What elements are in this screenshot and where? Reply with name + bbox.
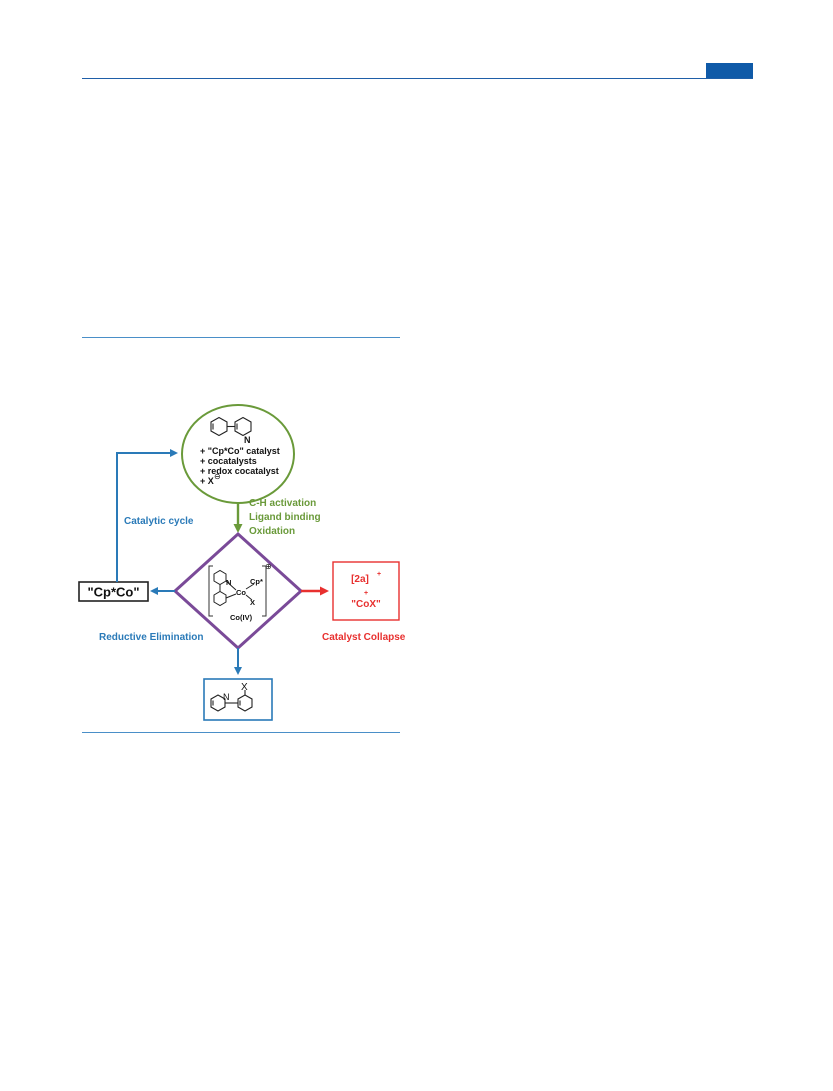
reagent-line-2: + cocatalysts: [200, 456, 257, 466]
step-label-ch-activation: C-H activation: [249, 498, 316, 509]
collapse-product-charge: +: [377, 571, 381, 578]
header-tab: [706, 63, 753, 78]
collapse-product-cox: "CoX": [351, 599, 381, 610]
catalytic-cycle-arrow: [116, 449, 178, 582]
start-materials-node: N + "Cp*Co" catalyst + cocatalysts + red…: [181, 404, 295, 504]
catalyst-collapse-label: Catalyst Collapse: [322, 632, 406, 643]
oxidation-state-label: Co(IV): [230, 613, 253, 622]
reagent-line-3: + redox cocatalyst: [200, 466, 279, 476]
reductive-elimination-label: Reductive Elimination: [99, 632, 203, 643]
catalyst-collapse-node: [2a] + + "CoX": [332, 561, 400, 621]
figure-bottom-rule: [82, 732, 400, 733]
product-x-label: X: [241, 682, 248, 693]
anion-charge-symbol: ⊖: [214, 472, 221, 481]
phenylpyridine-structure: [210, 416, 252, 437]
step-label-oxidation: Oxidation: [249, 526, 295, 537]
reagent-line-1: + "Cp*Co" catalyst: [200, 446, 280, 456]
cyclometalated-ligand-structure: [213, 569, 255, 607]
figure-top-rule: [82, 337, 400, 338]
catalytic-cycle-label: Catalytic cycle: [124, 516, 194, 527]
cobalt-label: Co: [236, 588, 246, 597]
header-rule: [82, 78, 753, 79]
pyridine-n-label: N: [244, 435, 251, 445]
step-label-ligand-binding: Ligand binding: [249, 512, 321, 523]
catalyst-node: "Cp*Co": [78, 581, 149, 602]
cation-charge-symbol: ⊕: [265, 562, 272, 571]
intermediate-x-label: X: [250, 598, 255, 607]
catalyst-label: "Cp*Co": [87, 585, 139, 600]
cobalt-intermediate-node: N Co Cp* X Co(IV) ⊕: [172, 531, 304, 651]
halogenated-product-structure: [210, 690, 253, 712]
intermediate-n-label: N: [226, 578, 231, 587]
collapse-plus: +: [364, 590, 368, 597]
collapse-product-2a: [2a]: [351, 574, 369, 585]
reagent-line-4: + X: [200, 476, 214, 486]
product-n-label: N: [223, 692, 230, 702]
product-node: N X: [203, 678, 273, 721]
cp-star-label: Cp*: [250, 577, 263, 586]
